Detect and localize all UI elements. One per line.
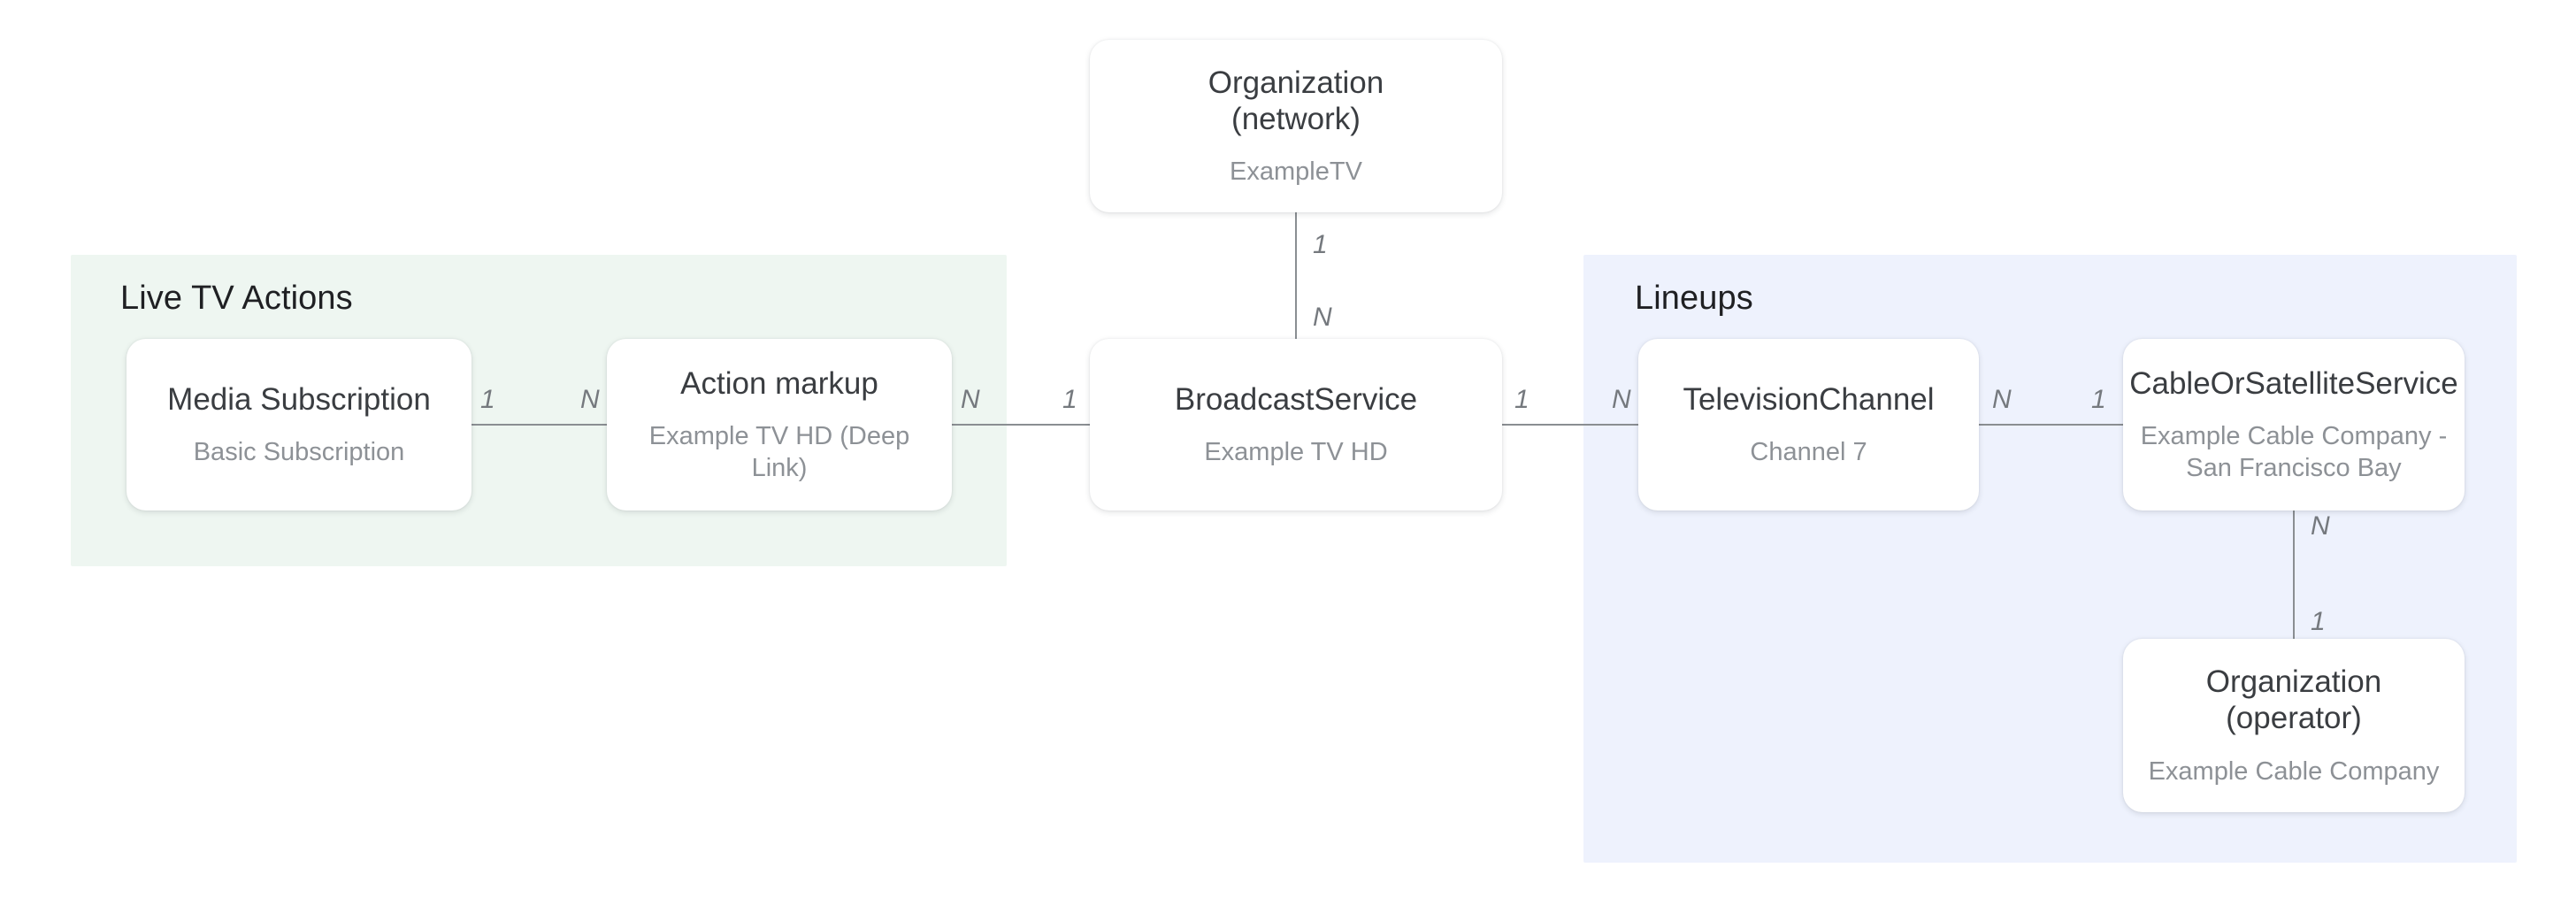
panel-live-tv-actions-title: Live TV Actions	[120, 280, 353, 317]
node-organization-network-title: Organization (network)	[1208, 65, 1384, 136]
node-media-subscription-title: Media Subscription	[167, 381, 431, 417]
edge-label-television-channel-left-target: N	[1612, 385, 1631, 414]
node-organization-operator-title: Organization (operator)	[2205, 664, 2382, 736]
edge-label-action-markup-target: N	[580, 385, 600, 414]
edge-label-action-markup-source: N	[961, 385, 980, 414]
node-television-channel-subtitle: Channel 7	[1750, 437, 1867, 466]
edge-cable-or-satellite-service-to-organization-operator	[2293, 504, 2295, 641]
edge-label-broadcast-service-right-source: 1	[1514, 385, 1530, 414]
edge-label-television-channel-right-source: N	[1992, 385, 2012, 414]
edge-label-organization-operator-target: 1	[2311, 607, 2326, 636]
node-action-markup-title: Action markup	[680, 365, 878, 401]
node-broadcast-service-subtitle: Example TV HD	[1204, 437, 1388, 466]
edge-television-channel-to-cable-or-satellite-service	[1973, 424, 2132, 426]
node-television-channel-title: TelevisionChannel	[1683, 381, 1935, 417]
node-broadcast-service-title: BroadcastService	[1174, 381, 1418, 417]
edge-media-subscription-to-action-markup	[464, 424, 614, 426]
edge-label-broadcast-service-top-target: N	[1313, 303, 1332, 332]
edge-label-broadcast-service-left-target: 1	[1062, 385, 1077, 414]
node-media-subscription[interactable]: Media Subscription Basic Subscription	[126, 339, 472, 511]
edge-label-cable-or-satellite-service-bottom-source: N	[2311, 511, 2330, 541]
node-action-markup-subtitle: Example TV HD (Deep Link)	[648, 422, 910, 482]
node-organization-network[interactable]: Organization (network) ExampleTV	[1090, 40, 1502, 212]
edge-organization-network-to-broadcast-service	[1295, 211, 1297, 343]
node-broadcast-service[interactable]: BroadcastService Example TV HD	[1090, 339, 1502, 511]
edge-broadcast-service-to-television-channel	[1495, 424, 1645, 426]
edge-label-cable-or-satellite-service-left-target: 1	[2091, 385, 2106, 414]
node-television-channel[interactable]: TelevisionChannel Channel 7	[1638, 339, 1979, 511]
panel-lineups-title: Lineups	[1635, 280, 1753, 317]
node-organization-operator[interactable]: Organization (operator) Example Cable Co…	[2123, 639, 2465, 812]
node-organization-operator-subtitle: Example Cable Company	[2148, 756, 2440, 786]
node-organization-network-subtitle: ExampleTV	[1230, 157, 1362, 187]
node-media-subscription-subtitle: Basic Subscription	[193, 437, 405, 466]
edge-label-organization-network-source: 1	[1313, 230, 1328, 259]
node-action-markup[interactable]: Action markup Example TV HD (Deep Link)	[607, 339, 952, 511]
node-cable-or-satellite-service[interactable]: CableOrSatelliteService Example Cable Co…	[2123, 339, 2465, 511]
edge-action-markup-to-broadcast-service	[938, 424, 1097, 426]
node-cable-or-satellite-service-subtitle: Example Cable Company - San Francisco Ba…	[2140, 422, 2448, 482]
edge-label-media-subscription-source: 1	[480, 385, 495, 414]
node-cable-or-satellite-service-title: CableOrSatelliteService	[2129, 365, 2458, 401]
